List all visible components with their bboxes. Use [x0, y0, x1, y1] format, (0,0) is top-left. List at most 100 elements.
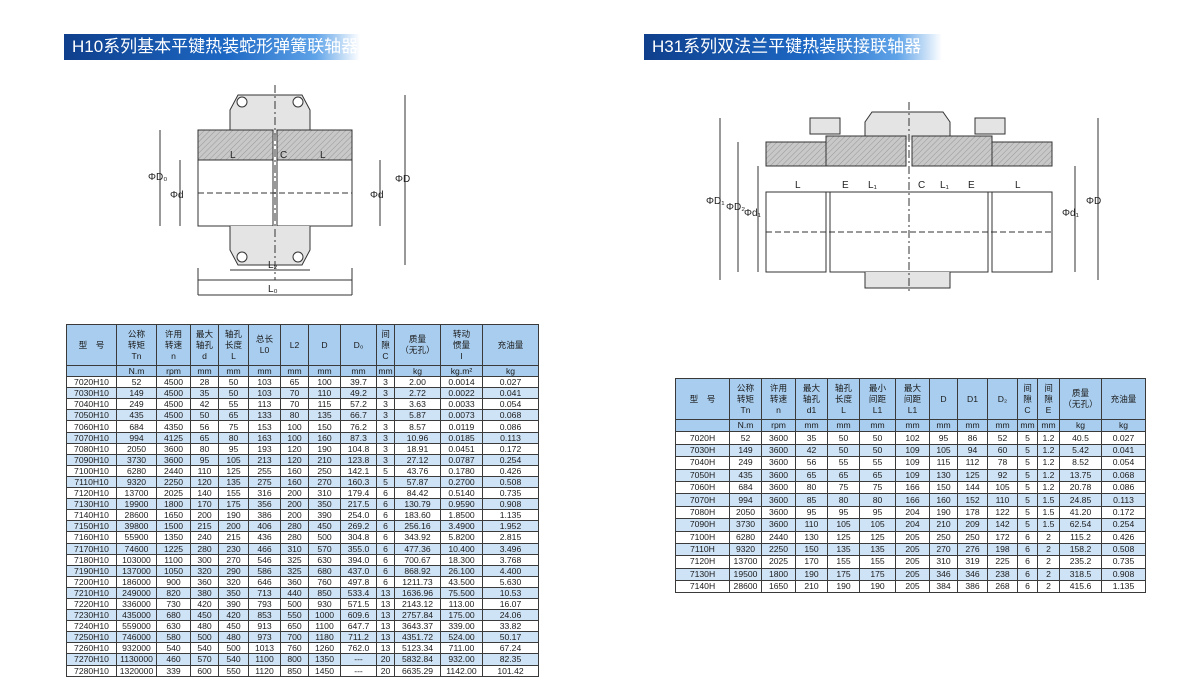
value-cell: 103000 — [116, 553, 157, 566]
dim-label-D1: ΦD₁ — [706, 196, 725, 207]
value-cell: 480 — [190, 620, 219, 633]
value-cell: 8.52 — [1059, 456, 1102, 470]
value-cell: 65 — [827, 468, 860, 482]
unit-cell: mm — [827, 418, 860, 433]
value-cell: 204 — [895, 505, 930, 520]
value-cell: 450 — [308, 520, 341, 533]
column-header: 轴孔 长度 L — [218, 324, 249, 366]
value-cell: 1.5 — [1037, 505, 1060, 520]
value-cell: 746000 — [116, 631, 157, 644]
model-cell: 7230H10 — [66, 609, 117, 622]
value-cell: 2440 — [156, 464, 191, 477]
value-cell: 50 — [827, 443, 860, 458]
value-cell: 2 — [1037, 530, 1060, 544]
value-cell: --- — [340, 664, 377, 677]
model-cell: 7220H10 — [66, 597, 117, 611]
value-cell: 155 — [827, 555, 860, 569]
value-cell: 254.0 — [340, 509, 377, 522]
value-cell: 135 — [827, 542, 860, 557]
value-cell: 2 — [1037, 555, 1060, 569]
column-header: D₀ — [340, 324, 377, 366]
value-cell: 95 — [190, 453, 219, 466]
value-cell: 92 — [987, 468, 1018, 482]
dim-label-D0: ΦD₀ — [148, 172, 167, 183]
value-cell: 3600 — [761, 518, 796, 532]
h31-coupling-drawing: L E L₁ C L₁ E L ΦD₁ ΦD₂ Φd₁ Φd₁ ΦD — [706, 102, 1101, 292]
value-cell: 5.42 — [1059, 443, 1102, 458]
value-cell: 56 — [190, 420, 219, 433]
value-cell: 630 — [308, 553, 341, 566]
value-cell: 647.7 — [340, 620, 377, 633]
value-cell: 2 — [1037, 567, 1060, 582]
value-cell: 65 — [859, 468, 896, 482]
column-header: D — [308, 324, 341, 366]
dim-label-E-right: E — [968, 180, 975, 191]
value-cell: 435 — [729, 468, 762, 482]
value-cell: 570 — [190, 653, 219, 666]
column-header: 质量 （无孔） — [1059, 378, 1102, 420]
value-cell: 270 — [218, 553, 249, 566]
value-cell: 26.100 — [440, 564, 483, 577]
value-cell: 5 — [376, 475, 395, 489]
value-cell: 730 — [156, 597, 191, 611]
value-cell: 0.508 — [482, 475, 539, 489]
model-cell: 7130H10 — [66, 498, 117, 511]
value-cell: 76.2 — [340, 420, 377, 433]
value-cell: 586 — [248, 564, 281, 577]
model-cell: 7190H10 — [66, 564, 117, 577]
value-cell: 80 — [827, 493, 860, 507]
value-cell: 3.768 — [482, 553, 539, 566]
value-cell: 1.2 — [1037, 480, 1060, 495]
value-cell: 3 — [376, 420, 395, 433]
value-cell: 700 — [280, 631, 309, 644]
value-cell: 215 — [218, 531, 249, 544]
column-header: 最大 间距 L1 — [895, 378, 930, 420]
column-header: D1 — [957, 378, 988, 420]
value-cell: 5 — [1017, 456, 1038, 470]
value-cell: 1450 — [308, 664, 341, 677]
column-header: 质量 （无孔） — [394, 324, 441, 366]
value-cell: 158.2 — [1059, 542, 1102, 557]
value-cell: 540 — [190, 642, 219, 655]
value-cell: 55900 — [116, 531, 157, 544]
value-cell: 3 — [376, 398, 395, 411]
value-cell: 2 — [1037, 542, 1060, 557]
value-cell: 84.42 — [394, 487, 441, 500]
value-cell: 318.5 — [1059, 567, 1102, 582]
value-cell: 18.300 — [440, 553, 483, 566]
value-cell: 16.07 — [482, 597, 539, 611]
value-cell: 497.8 — [340, 575, 377, 588]
column-header: 最大 轴孔 d1 — [795, 378, 828, 420]
value-cell: 9320 — [729, 542, 762, 557]
value-cell: 684 — [116, 420, 157, 433]
value-cell: 559000 — [116, 620, 157, 633]
value-cell: 2250 — [761, 542, 796, 557]
value-cell: 900 — [156, 575, 191, 588]
value-cell: 4500 — [156, 398, 191, 411]
dim-label-D: ΦD — [395, 174, 410, 185]
value-cell: 110 — [308, 387, 341, 400]
value-cell: 95 — [827, 505, 860, 520]
value-cell: 3600 — [761, 505, 796, 520]
value-cell: 5.630 — [482, 575, 539, 588]
value-cell: 546 — [248, 553, 281, 566]
value-cell: 646 — [248, 575, 281, 588]
value-cell: 86 — [957, 431, 988, 445]
value-cell: 10.96 — [394, 431, 441, 444]
value-cell: 200 — [280, 487, 309, 500]
value-cell: 310 — [280, 542, 309, 555]
value-cell: 95 — [218, 442, 249, 455]
value-cell: 270 — [308, 475, 341, 489]
dim-label-d-left: Φd — [170, 190, 184, 201]
model-cell: 7120H — [675, 555, 730, 569]
value-cell: 95 — [929, 431, 958, 445]
unit-cell: mm — [248, 364, 281, 378]
value-cell: 276 — [957, 542, 988, 557]
value-cell: 250 — [308, 464, 341, 477]
value-cell: 1211.73 — [394, 575, 441, 588]
value-cell: 793 — [248, 597, 281, 611]
